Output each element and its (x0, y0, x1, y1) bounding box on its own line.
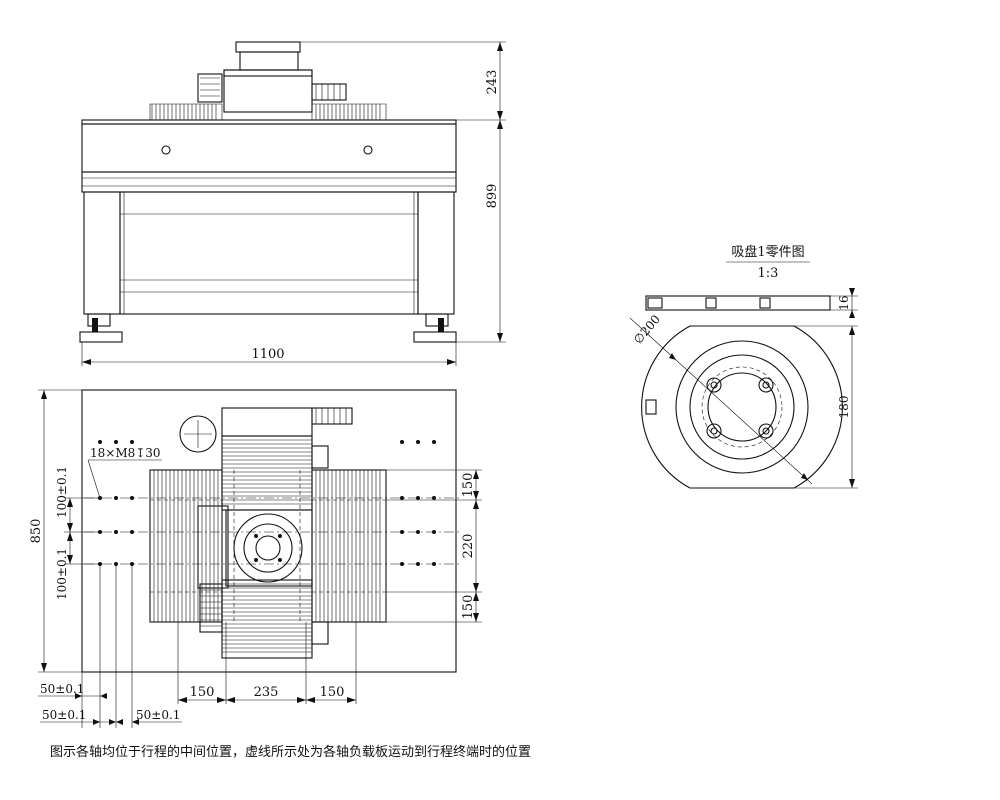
dim-right-mid: 220 (461, 534, 476, 559)
dim-bottom-mid: 235 (254, 685, 279, 700)
dim-bottom-right: 150 (320, 685, 345, 700)
hole-pattern-right (400, 440, 436, 566)
dim-right-upper: 150 (461, 473, 476, 498)
detail-scale: 1:3 (758, 266, 779, 281)
dim-hole-pitch-upper: 100±0.1 (55, 466, 69, 518)
detail-title: 吸盘1零件图 (731, 244, 804, 260)
hole-callout: 18×M8↧30 (90, 446, 161, 460)
caption: 图示各轴均位于行程的中间位置，虚线所示处为各轴负载板运动到行程终端时的位置 (50, 744, 531, 760)
dim-offset-3: 50±0.1 (136, 708, 180, 722)
dim-hole-pitch-lower: 100±0.1 (55, 548, 69, 600)
dim-thickness: 16 (837, 295, 851, 310)
dim-width: 1100 (251, 347, 284, 362)
front-view: 243 899 1100 (79, 41, 506, 366)
dim-height-top: 243 (485, 70, 500, 95)
dim-height: 850 (29, 519, 44, 544)
hole-pattern-left (98, 440, 134, 566)
dim-height-detail: 180 (837, 396, 851, 419)
dim-diameter: ∅200 (631, 312, 663, 347)
top-view: 18×M8↧30 850 100±0.1 100±0.1 150 220 150… (29, 389, 482, 728)
dim-offset-2: 50±0.1 (42, 708, 86, 722)
dim-bottom-left: 150 (190, 685, 215, 700)
detail-view: 吸盘1零件图 1:3 16 ∅200 180 (629, 244, 858, 489)
dim-height-total: 899 (485, 184, 500, 209)
dim-right-lower: 150 (461, 595, 476, 620)
dim-offset-1: 50±0.1 (40, 682, 84, 696)
